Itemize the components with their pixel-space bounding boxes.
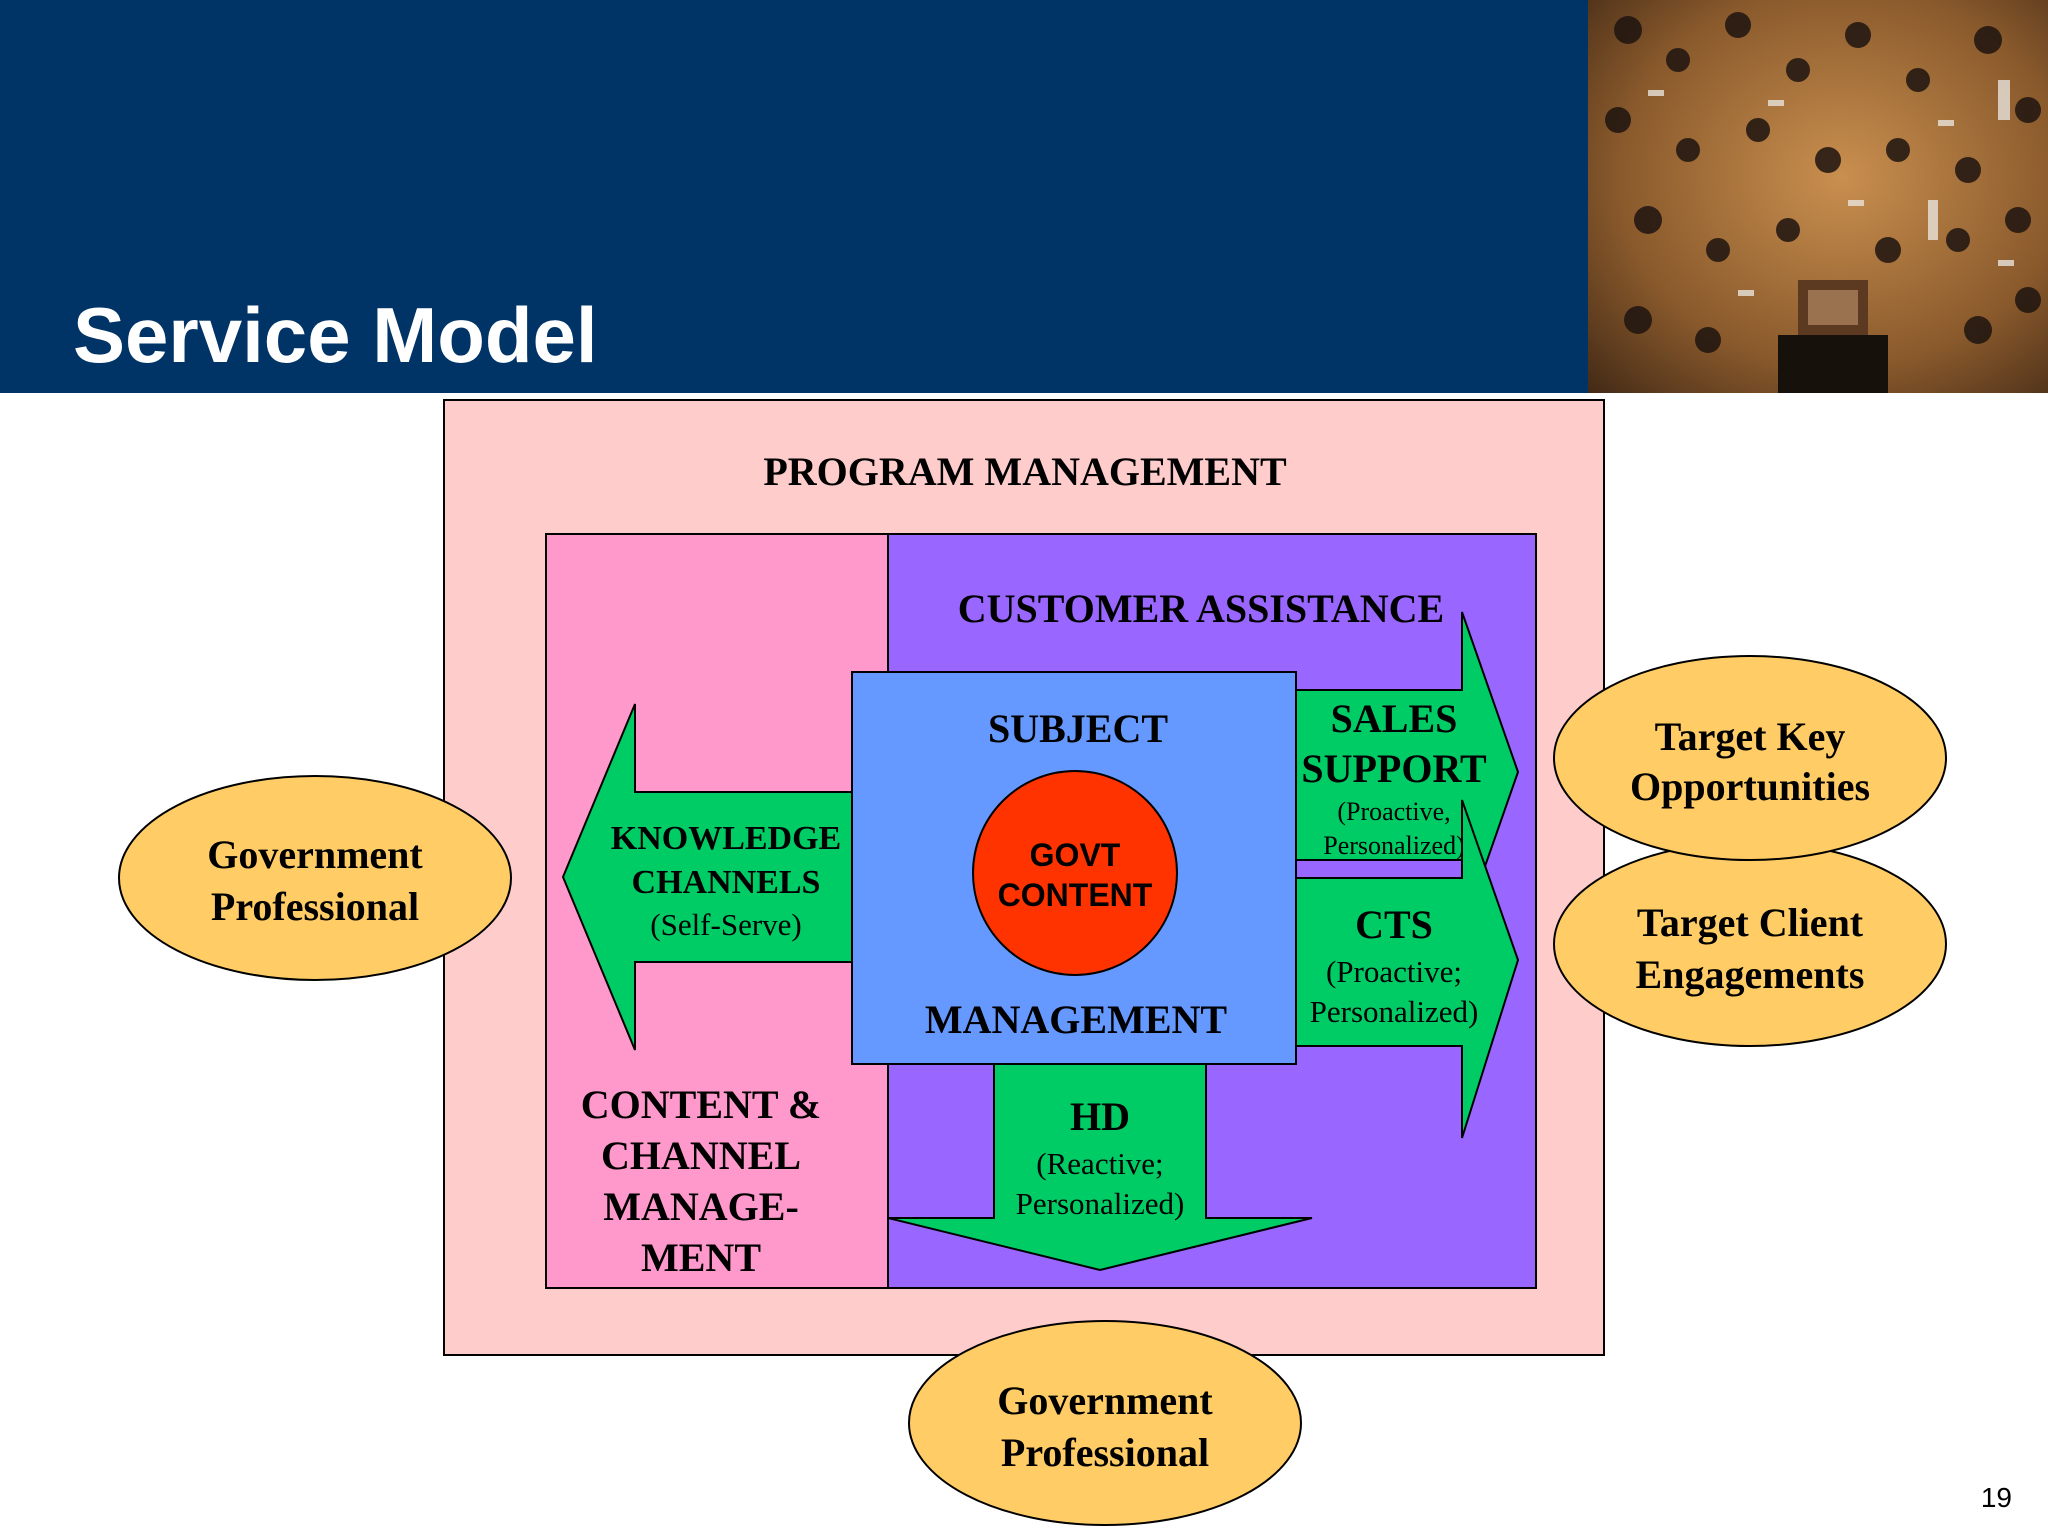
svg-text:Government: Government	[997, 1378, 1213, 1423]
knowledge-channels-label: KNOWLEDGE CHANNELS (Self-Serve)	[611, 820, 841, 942]
svg-text:CONTENT: CONTENT	[998, 877, 1153, 913]
svg-text:SALES: SALES	[1331, 696, 1458, 741]
svg-text:Personalized): Personalized)	[1016, 1186, 1185, 1221]
govt-content-circle	[972, 770, 1178, 976]
cts-label: CTS (Proactive; Personalized)	[1310, 902, 1479, 1029]
svg-text:CHANNELS: CHANNELS	[632, 864, 821, 901]
subject-label: SUBJECT	[988, 706, 1168, 751]
svg-text:Opportunities: Opportunities	[1630, 764, 1870, 809]
svg-text:MENT: MENT	[641, 1235, 761, 1280]
hd-arrow	[887, 1059, 1313, 1272]
government-professional-bottom-label: Government Professional	[997, 1378, 1213, 1475]
svg-text:(Proactive,: (Proactive,	[1337, 797, 1450, 826]
svg-text:Professional: Professional	[211, 884, 419, 929]
customer-assistance-label: CUSTOMER ASSISTANCE	[958, 586, 1444, 631]
target-client-label: Target Client Engagements	[1636, 900, 1865, 997]
page-number: 19	[1980, 1482, 2012, 1513]
svg-text:(Self-Serve): (Self-Serve)	[650, 907, 802, 942]
hd-label: HD (Reactive; Personalized)	[1016, 1094, 1185, 1221]
cts-arrow	[1295, 799, 1520, 1139]
svg-text:Target Client: Target Client	[1637, 900, 1864, 945]
svg-text:Government: Government	[207, 832, 423, 877]
svg-text:MANAGE-: MANAGE-	[603, 1184, 799, 1229]
svg-text:CTS: CTS	[1355, 902, 1433, 947]
sales-support-label: SALES SUPPORT (Proactive, Personalized)	[1301, 696, 1487, 860]
government-professional-left-ellipse	[118, 775, 512, 981]
program-management-label: PROGRAM MANAGEMENT	[763, 449, 1287, 494]
orchestra-photo	[1588, 0, 2048, 393]
svg-text:GOVT: GOVT	[1030, 837, 1121, 873]
svg-text:SUPPORT: SUPPORT	[1301, 746, 1487, 791]
svg-text:KNOWLEDGE: KNOWLEDGE	[611, 820, 841, 857]
svg-text:Professional: Professional	[1001, 1430, 1209, 1475]
svg-text:HD: HD	[1070, 1094, 1130, 1139]
svg-text:Personalized): Personalized)	[1310, 994, 1479, 1029]
svg-text:Personalized): Personalized)	[1323, 831, 1465, 860]
svg-text:Engagements: Engagements	[1636, 952, 1865, 997]
content-channel-label: CONTENT & CHANNEL MANAGE- MENT	[581, 1082, 821, 1280]
knowledge-channels-arrow	[561, 703, 857, 1051]
svg-text:CHANNEL: CHANNEL	[601, 1133, 801, 1178]
target-key-label: Target Key Opportunities	[1630, 714, 1870, 809]
svg-text:CONTENT &: CONTENT &	[581, 1082, 821, 1127]
svg-text:(Reactive;: (Reactive;	[1036, 1146, 1163, 1181]
target-key-ellipse	[1553, 655, 1947, 861]
government-professional-bottom-ellipse	[908, 1320, 1302, 1526]
slide-title: Service Model	[73, 291, 598, 379]
govt-content-label: GOVT CONTENT	[998, 837, 1153, 913]
header-bar	[0, 0, 1588, 393]
svg-text:Target Key: Target Key	[1655, 714, 1846, 759]
management-label: MANAGEMENT	[925, 997, 1228, 1042]
government-professional-left-label: Government Professional	[207, 832, 423, 929]
svg-text:(Proactive;: (Proactive;	[1326, 954, 1462, 989]
